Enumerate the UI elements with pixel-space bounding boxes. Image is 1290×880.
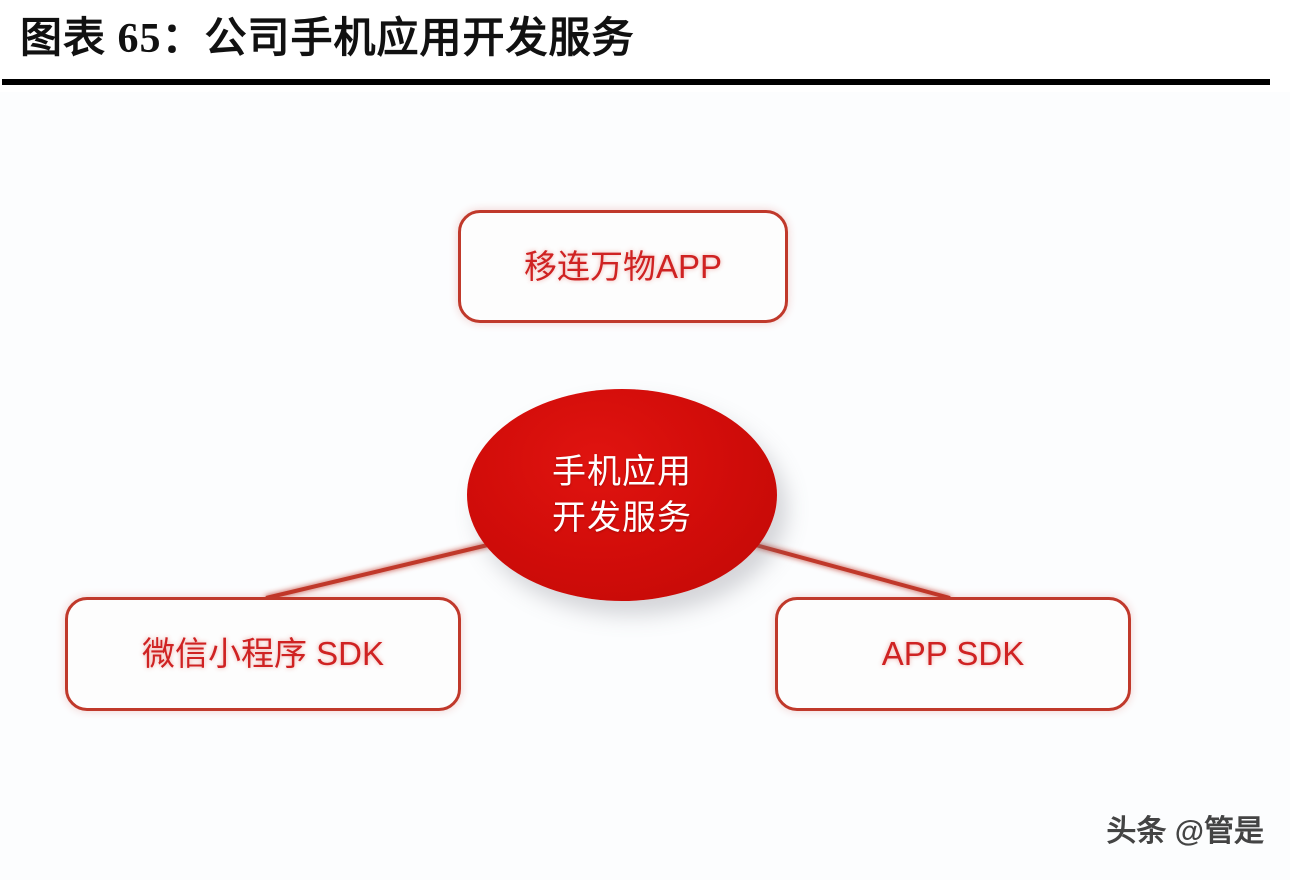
center-node[interactable]: 手机应用 开发服务 (467, 389, 777, 601)
chart-header: 图表 65：公司手机应用开发服务 (0, 0, 1290, 92)
connector-center-left (265, 542, 493, 600)
node-box-top[interactable]: 移连万物APP (458, 210, 788, 323)
connector-layer (265, 323, 951, 600)
center-node-line-2: 开发服务 (552, 499, 692, 537)
node-label-top: 移连万物APP (523, 247, 723, 285)
watermark: 头条 @管是 (1106, 815, 1264, 848)
connector-center-right (751, 542, 951, 600)
center-node-line-1: 手机应用 (552, 453, 692, 491)
diagram-canvas: 移连万物APP 手机应用 开发服务 微信小程序 SDK APP SDK 头条 @… (0, 92, 1290, 880)
node-box-right[interactable]: APP SDK (775, 597, 1131, 711)
node-label-right: APP SDK (881, 635, 1025, 672)
page-title: 图表 65：公司手机应用开发服务 (20, 16, 635, 62)
title-divider (2, 79, 1270, 85)
node-box-left[interactable]: 微信小程序 SDK (65, 597, 461, 711)
node-label-left: 微信小程序 SDK (141, 635, 385, 672)
